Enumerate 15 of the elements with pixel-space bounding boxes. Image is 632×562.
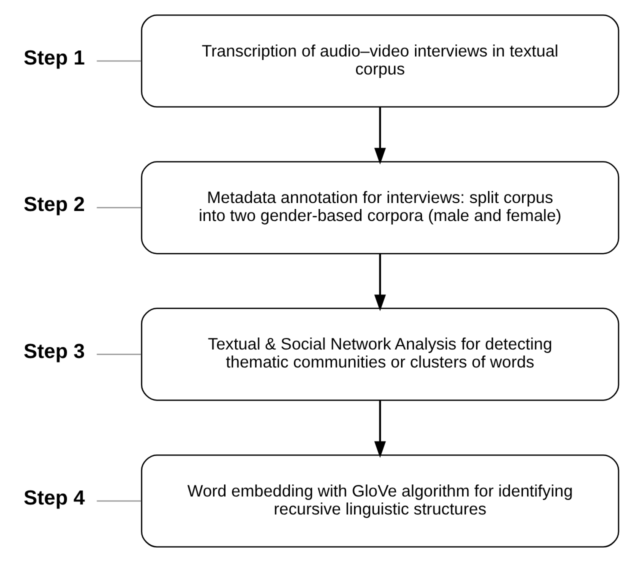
connector [96, 207, 142, 208]
node-text: Step 4 [24, 488, 85, 510]
connector [96, 500, 142, 502]
node-text: Step 1 [24, 48, 85, 70]
arrow [374, 107, 386, 165]
node-box: Metadata annotation for interviews: split corpus into two gender-based corpora (male and female) [140, 161, 620, 254]
node-box: Textual & Social Network Analysis for detecting thematic communities or clusters of words [140, 308, 620, 401]
arrow [374, 254, 386, 312]
connector [96, 60, 142, 62]
arrow [374, 400, 386, 458]
connector [96, 354, 142, 355]
node-text: Step 2 [24, 194, 85, 216]
node-box: Word embedding with GloVe algorithm for identifying recursive linguistic structures [140, 454, 620, 548]
node-box: Transcription of audio–video interviews in textual corpus [140, 14, 620, 108]
node-text: Step 3 [24, 340, 85, 363]
